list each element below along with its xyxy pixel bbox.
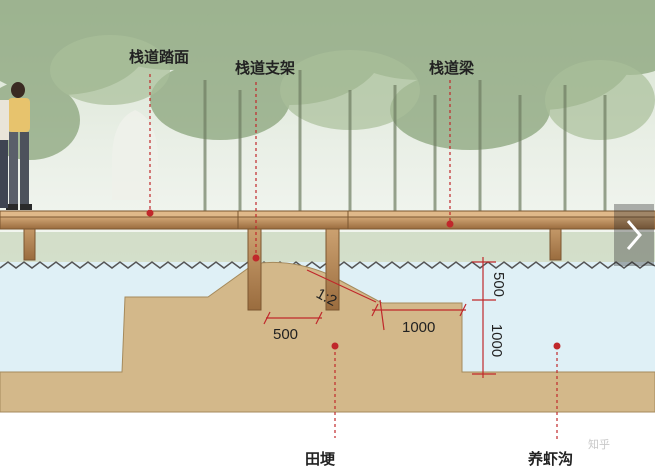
dimension-lines (263, 257, 496, 378)
deck-support-post (247, 217, 262, 311)
distant-building (112, 110, 158, 200)
label-shrimp-ditch: 养虾沟 (528, 450, 574, 468)
dim-width-1000: 1000 (402, 319, 436, 336)
walking-people (0, 82, 32, 210)
label-deck-surface: 栈道踏面 (129, 48, 190, 66)
dim-height-1000: 1000 (488, 323, 506, 358)
leader-lines (149, 74, 558, 440)
deck-surface-board (0, 210, 655, 218)
tree-trunks (203, 70, 607, 215)
dim-height-500: 500 (490, 271, 508, 298)
dim-width-500: 500 (273, 326, 299, 343)
tree-canopy-light (50, 35, 655, 140)
chevron-right-icon (626, 220, 642, 250)
watermark: 知乎 (588, 438, 610, 451)
deck-beam (0, 216, 655, 230)
leader-dots (146, 209, 561, 350)
next-arrow-button[interactable] (614, 204, 654, 266)
label-deck-beam: 栈道梁 (429, 59, 475, 77)
label-deck-support: 栈道支架 (235, 59, 296, 77)
field-ridge-soil (0, 261, 655, 413)
label-field-ridge: 田埂 (305, 450, 336, 468)
